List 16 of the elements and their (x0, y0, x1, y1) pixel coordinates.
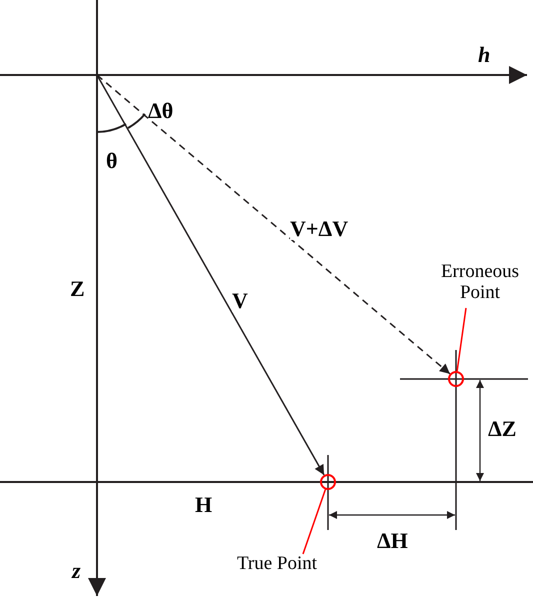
vector-arrow (96, 74, 325, 476)
point-marker (448, 371, 464, 387)
dimension-label: ΔZ (488, 418, 516, 440)
leader-line (456, 308, 467, 372)
dimension-label: ΔH (377, 530, 408, 552)
leader-line (302, 489, 326, 554)
axis-label: h (478, 44, 490, 66)
distance-label: H (195, 494, 212, 516)
angle-label: Δθ (148, 100, 174, 122)
point-marker (320, 474, 336, 490)
axis-label: Z (70, 278, 85, 300)
vector-arrow (96, 74, 450, 374)
callout-text: Erroneous Point (430, 262, 530, 304)
axis-label: z (72, 560, 81, 582)
angle-label: θ (106, 150, 118, 172)
callout-text: True Point (232, 554, 322, 575)
